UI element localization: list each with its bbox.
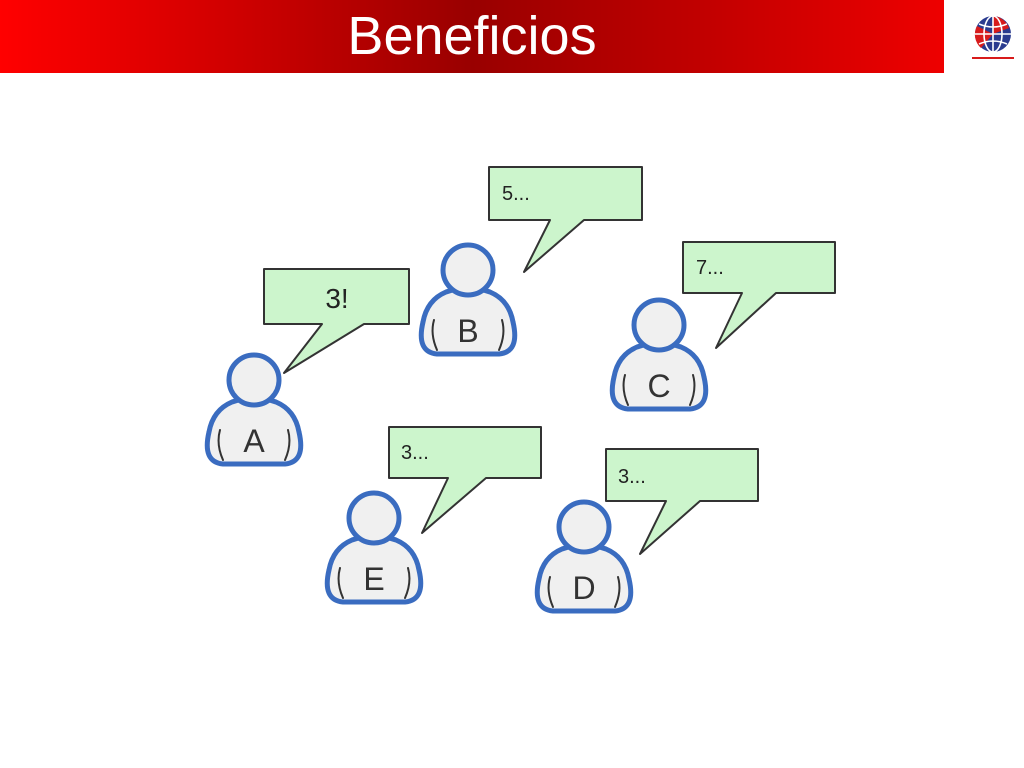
speech-text-b: 5... [502,183,530,205]
person-e: E [327,493,421,602]
speech-bubble-a: 3! [263,268,410,374]
person-b: B [421,245,515,354]
speech-bubble-e: 3... [388,426,542,534]
speech-bubble-d: 3... [605,448,759,555]
person-d: D [537,502,631,611]
person-label-a: A [243,423,265,459]
slide-title: Beneficios [347,6,597,66]
speech-text-e: 3... [401,442,429,464]
globe-logo-icon [972,15,1014,59]
person-label-e: E [363,561,384,597]
title-bar: Beneficios [0,0,944,73]
person-a: A [207,355,301,464]
speech-text-d: 3... [618,466,646,488]
person-label-c: C [647,368,670,404]
person-c: C [612,300,706,409]
speech-text-a: 3! [325,283,348,314]
speech-bubble-c: 7... [682,241,836,349]
speech-bubble-b: 5... [488,166,643,273]
person-label-d: D [572,570,595,606]
speech-text-c: 7... [696,257,724,279]
person-label-b: B [457,313,478,349]
